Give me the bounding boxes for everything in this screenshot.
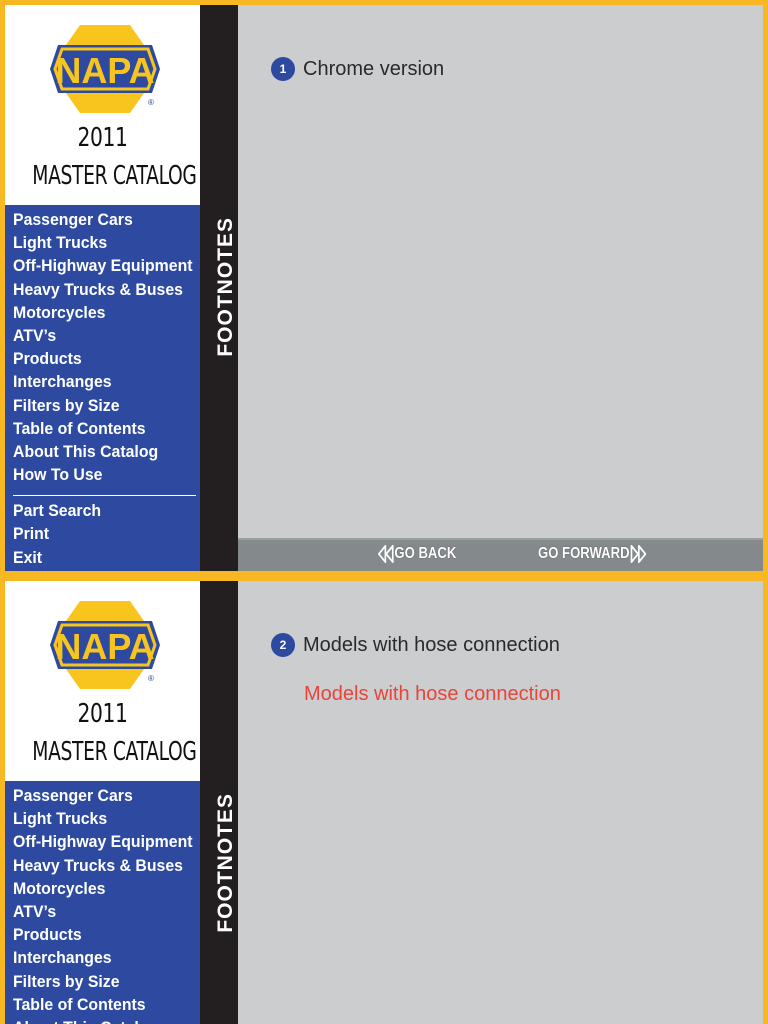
catalog-title: MASTER CATALOG (32, 737, 197, 767)
nav-divider (13, 495, 196, 497)
catalog-panel-2: NAPA ® 2011 MASTER CATALOG Passenger Car… (5, 581, 763, 1024)
nav-item-motorcycles[interactable]: Motorcycles (13, 303, 106, 322)
nav-item-print[interactable]: Print (13, 525, 50, 544)
logo-area: NAPA ® 2011 MASTER CATALOG (5, 5, 200, 205)
go-forward-label: GO FORWARD (538, 545, 630, 562)
logo-area: NAPA ® 2011 MASTER CATALOG (5, 581, 200, 781)
nav-item-filters-by-size[interactable]: Filters by Size (13, 396, 120, 415)
content-area: 2 Models with hose connection Models wit… (238, 581, 763, 1024)
catalog-panel-1: NAPA ® 2011 MASTER CATALOG Passenger Car… (5, 5, 763, 571)
nav-item-motorcycles[interactable]: Motorcycles (13, 879, 106, 898)
go-forward-button[interactable]: GO FORWARD (538, 545, 646, 563)
nav-item-atvs[interactable]: ATV’s (13, 902, 57, 921)
section-strip: FOOTNOTES (200, 5, 238, 571)
go-back-button[interactable]: GO BACK (378, 545, 456, 563)
logo-text: NAPA (55, 50, 154, 91)
nav-menu: Passenger Cars Light Trucks Off-Highway … (13, 785, 198, 1024)
nav-item-table-of-contents[interactable]: Table of Contents (13, 419, 146, 438)
nav-item-about-catalog[interactable]: About This Catalog (13, 1017, 191, 1024)
footnote-number-badge: 1 (271, 57, 295, 81)
sidebar: NAPA ® 2011 MASTER CATALOG Passenger Car… (5, 5, 200, 571)
footnote-number-badge: 2 (271, 633, 295, 657)
footnote-text: Chrome version (303, 57, 445, 80)
footnote-2: 2 Models with hose connection (271, 633, 560, 657)
nav-item-off-highway[interactable]: Off-Highway Equipment (13, 833, 193, 852)
nav-item-table-of-contents[interactable]: Table of Contents (13, 995, 146, 1014)
nav-item-heavy-trucks[interactable]: Heavy Trucks & Buses (13, 856, 183, 875)
footnote-1: 1 Chrome version (271, 57, 444, 81)
sidebar: NAPA ® 2011 MASTER CATALOG Passenger Car… (5, 581, 200, 1024)
nav-item-about-catalog[interactable]: About This Catalog (13, 442, 159, 461)
nav-item-products[interactable]: Products (13, 926, 82, 945)
nav-item-heavy-trucks[interactable]: Heavy Trucks & Buses (13, 280, 183, 299)
nav-item-light-trucks[interactable]: Light Trucks (13, 234, 108, 253)
registered-mark: ® (148, 98, 154, 107)
napa-logo: NAPA (50, 25, 160, 113)
catalog-year: 2011 (77, 123, 128, 153)
nav-item-atvs[interactable]: ATV’s (13, 326, 57, 345)
nav-item-interchanges[interactable]: Interchanges (13, 949, 112, 968)
content-area: 1 Chrome version (238, 5, 763, 571)
footer-nav: GO BACK GO FORWARD (238, 538, 763, 571)
nav-item-off-highway[interactable]: Off-Highway Equipment (13, 257, 193, 276)
double-chevron-right-icon (630, 545, 646, 563)
napa-logo: NAPA (50, 601, 160, 689)
double-chevron-left-icon (378, 545, 394, 563)
nav-menu: Passenger Cars Light Trucks Off-Highway … (13, 209, 198, 570)
footnote-text: Models with hose connection (303, 633, 560, 656)
nav-item-light-trucks[interactable]: Light Trucks (13, 810, 108, 829)
go-back-label: GO BACK (394, 545, 457, 562)
nav-item-filters-by-size[interactable]: Filters by Size (13, 972, 120, 991)
section-label: FOOTNOTES (214, 793, 237, 933)
nav-item-how-to-use[interactable]: How To Use (13, 466, 103, 485)
catalog-title: MASTER CATALOG (32, 161, 197, 191)
catalog-year: 2011 (77, 699, 128, 729)
section-strip: FOOTNOTES (200, 581, 238, 1024)
nav-item-passenger-cars[interactable]: Passenger Cars (13, 787, 133, 805)
nav-item-passenger-cars[interactable]: Passenger Cars (13, 211, 133, 229)
nav-item-part-search[interactable]: Part Search (13, 502, 102, 521)
nav-item-exit[interactable]: Exit (13, 548, 43, 567)
logo-text: NAPA (55, 626, 154, 667)
registered-mark: ® (148, 674, 154, 683)
footnote-text-highlight: Models with hose connection (304, 683, 561, 705)
nav-item-products[interactable]: Products (13, 350, 82, 369)
nav-item-interchanges[interactable]: Interchanges (13, 373, 112, 392)
section-label: FOOTNOTES (214, 217, 237, 357)
